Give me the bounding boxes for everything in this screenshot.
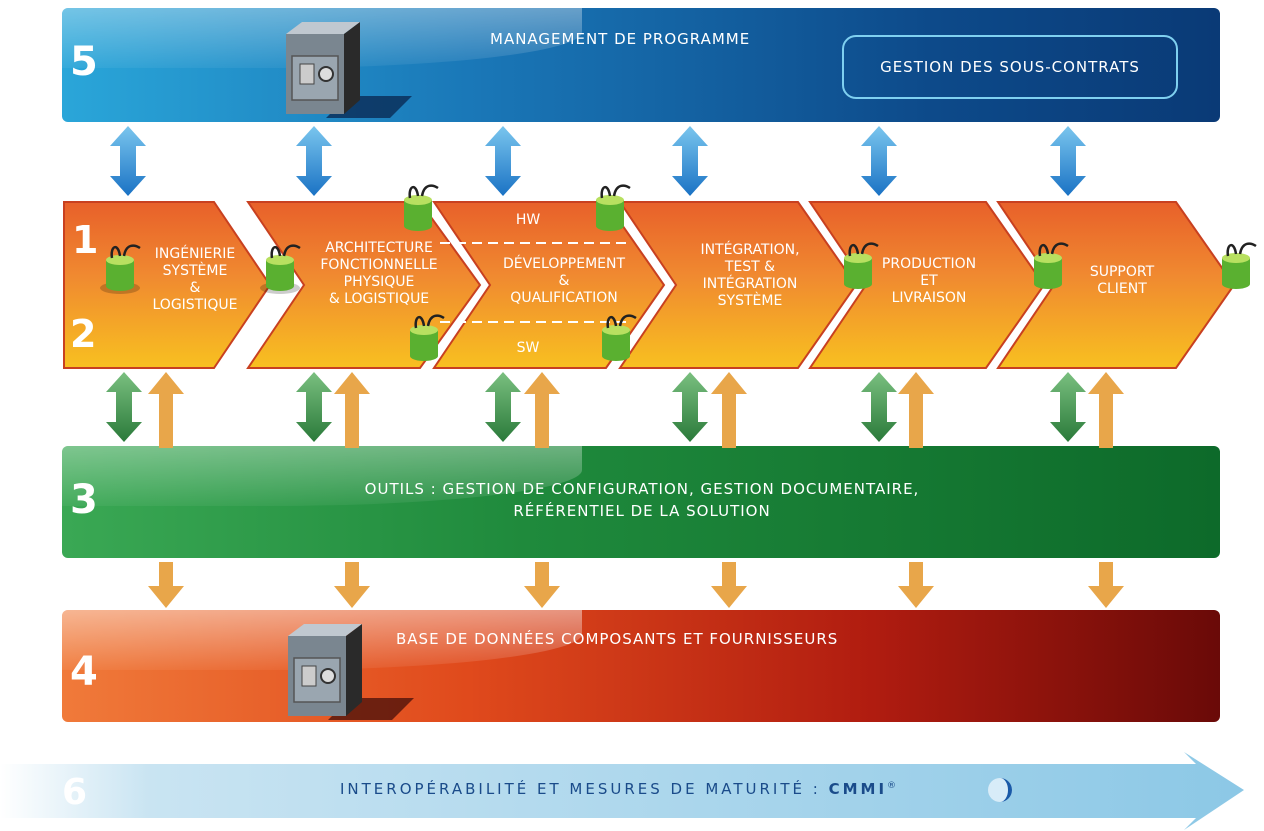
band-title: BASE DE DONNÉES COMPOSANTS ET FOURNISSEU… — [396, 630, 839, 648]
band-database: 4 BASE DE DONNÉES COMPOSANTS ET FOURNISS… — [62, 610, 1220, 722]
chevron-integration[interactable] — [618, 201, 858, 369]
band-interoperability: 6 INTEROPÉRABILITÉ ET MESURES DE MATURIT… — [0, 752, 1264, 830]
band-tools: 3 OUTILS : GESTION DE CONFIGURATION, GES… — [62, 446, 1220, 558]
cylinder-icons — [100, 184, 1257, 361]
cmmi-logo-icon — [988, 778, 1012, 802]
band-number: 6 — [62, 772, 88, 813]
subcontract-box[interactable]: GESTION DES SOUS-CONTRATS — [842, 35, 1178, 99]
up-arrow-orange-6 — [1088, 372, 1124, 448]
cylinder-icon — [410, 314, 445, 361]
process-developpement-label: DÉVELOPPEMENT&QUALIFICATION — [502, 256, 626, 306]
double-arrow-green-5 — [861, 372, 897, 442]
subcontract-label: GESTION DES SOUS-CONTRATS — [880, 58, 1140, 76]
double-arrow-green-6 — [1050, 372, 1086, 442]
down-arrow-orange-2 — [334, 562, 370, 608]
cylinder-icon — [596, 184, 631, 231]
cylinder-icon — [260, 244, 301, 294]
double-arrow-blue-4 — [672, 126, 708, 196]
double-arrow-blue-5 — [861, 126, 897, 196]
process-number-2: 2 — [70, 312, 97, 356]
band-number: 4 — [70, 649, 98, 695]
safe-icon — [288, 624, 414, 720]
up-arrow-orange-3 — [524, 372, 560, 448]
double-arrow-green-3 — [485, 372, 521, 442]
cmmi-brand: CMMI — [828, 780, 888, 798]
double-arrow-blue-3 — [485, 126, 521, 196]
down-arrow-orange-4 — [711, 562, 747, 608]
double-arrow-blue-2 — [296, 126, 332, 196]
cylinder-icon — [404, 184, 439, 231]
cylinder-icon — [844, 242, 879, 289]
up-arrow-orange-5 — [898, 372, 934, 448]
band-title: MANAGEMENT DE PROGRAMME — [490, 30, 751, 48]
up-arrow-orange-1 — [148, 372, 184, 448]
process-hw-label: HW — [515, 212, 541, 228]
double-arrow-green-2 — [296, 372, 332, 442]
interop-arrow — [0, 752, 1244, 830]
tools-line-2: RÉFÉRENTIEL DE LA SOLUTION — [513, 502, 771, 520]
cylinder-icon — [602, 314, 637, 361]
double-arrow-green-4 — [672, 372, 708, 442]
down-arrow-orange-6 — [1088, 562, 1124, 608]
blue-arrows — [110, 126, 1086, 196]
band-number: 5 — [70, 39, 98, 85]
tools-line-1: OUTILS : GESTION DE CONFIGURATION, GESTI… — [364, 480, 920, 498]
chevron-ingenierie[interactable] — [63, 201, 272, 369]
double-arrow-blue-1 — [110, 126, 146, 196]
cylinder-icon — [100, 244, 141, 294]
process-number-1: 1 — [72, 218, 99, 262]
double-arrow-blue-6 — [1050, 126, 1086, 196]
interop-label: INTEROPÉRABILITÉ ET MESURES DE MATURITÉ … — [340, 780, 900, 798]
cylinder-icon — [1034, 242, 1069, 289]
band-program-management: 5 MANAGEMENT DE PROGRAMME GESTION DES SO… — [62, 8, 1220, 122]
cylinder-icon — [1222, 242, 1257, 289]
process-sw-label: SW — [516, 340, 540, 356]
safe-icon — [286, 22, 412, 118]
down-arrow-orange-3 — [524, 562, 560, 608]
double-arrow-green-1 — [106, 372, 142, 442]
down-arrow-orange-1 — [148, 562, 184, 608]
band-number: 3 — [70, 477, 98, 523]
down-arrow-orange-5 — [898, 562, 934, 608]
up-arrow-orange-2 — [334, 372, 370, 448]
up-arrow-orange-4 — [711, 372, 747, 448]
middle-arrows — [106, 372, 1124, 608]
process-diagram — [63, 126, 1257, 608]
